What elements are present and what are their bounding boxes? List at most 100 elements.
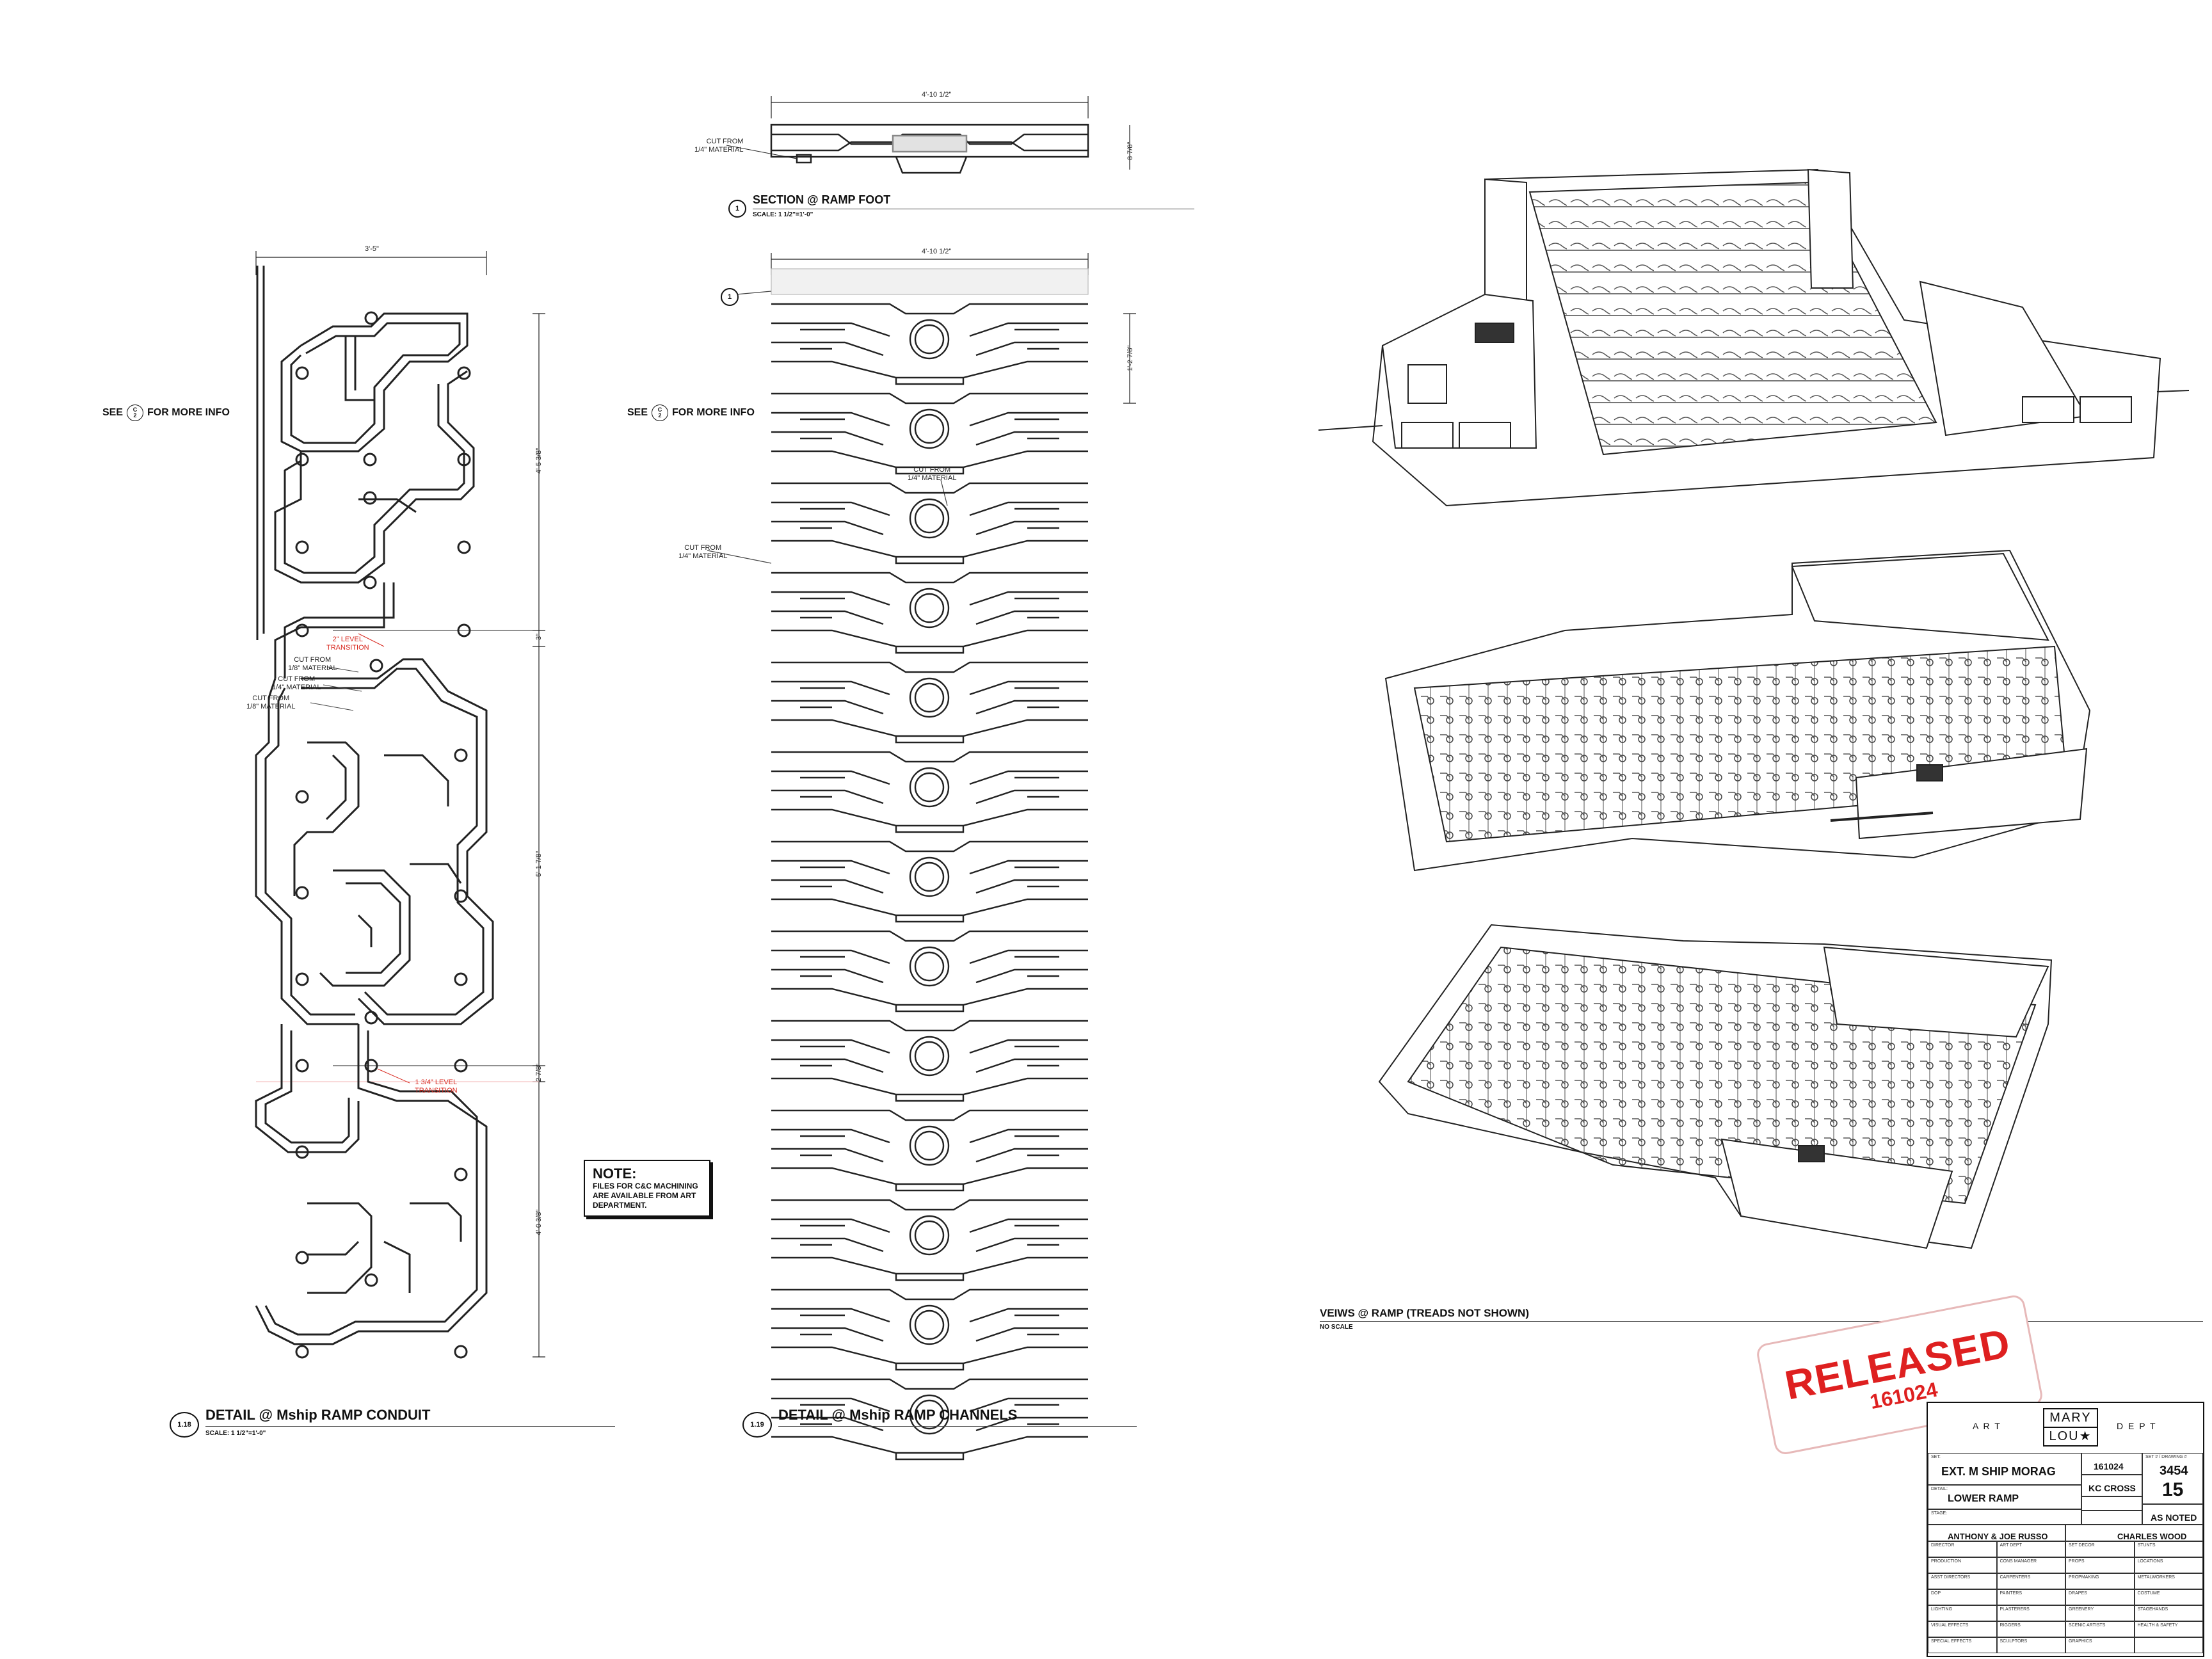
crew-cell: SET DECOR (2065, 1541, 2135, 1557)
channel-line (771, 360, 1088, 379)
channel-line (895, 557, 965, 565)
channel-line (771, 860, 1088, 875)
blank-cell-2 (2081, 1511, 2142, 1525)
crew-cell: ART DEPT (1996, 1541, 2065, 1557)
channel-port (914, 1310, 945, 1340)
channel-line (771, 1327, 1088, 1342)
channels-title-underline (778, 1426, 1137, 1427)
logo-bottom: LOU★ (2049, 1429, 2092, 1443)
conduit-dim-seg4: 2 7/8" (535, 1063, 543, 1082)
crew-cell: CONS MANAGER (1996, 1557, 2065, 1573)
channel-port (914, 324, 945, 355)
channel-port (909, 1215, 950, 1256)
channel-line (771, 412, 1088, 427)
directors-cell: ANTHONY & JOE RUSSO (1928, 1525, 2065, 1541)
channel-port (914, 772, 945, 803)
channel-line (771, 680, 1088, 696)
channel-line (895, 1453, 965, 1461)
channel-port (909, 946, 950, 987)
channel-line (895, 1274, 965, 1281)
channels-number-bubble: 1.19 (742, 1412, 772, 1438)
title-underline (205, 1426, 615, 1427)
crew-cell: LIGHTING (1928, 1605, 1997, 1621)
channel-port (909, 319, 950, 360)
channel-port (909, 1036, 950, 1077)
section-scale: SCALE: 1 1/2"=1'-0" (753, 211, 813, 218)
crew-cell: DIRECTOR (1928, 1541, 1997, 1557)
channel-line (771, 629, 1088, 648)
channel-line (771, 322, 1088, 337)
crew-cell: PAINTERS (1996, 1589, 2065, 1605)
channel-line (771, 898, 1088, 917)
dept-label: D E P T (2117, 1421, 2157, 1431)
views-title-block: VEIWS @ RAMP (TREADS NOT SHOWN) NO SCALE (1320, 1307, 2203, 1331)
crew-cell: GREENERY (2065, 1605, 2135, 1621)
channel-line (771, 1218, 1088, 1233)
channel-line (895, 378, 965, 385)
crew-cell: SCULPTORS (1996, 1637, 2065, 1653)
set-cell: SET: EXT. M SHIP MORAG (1928, 1453, 2081, 1485)
channel-line (771, 1167, 1088, 1185)
channel-line (771, 1039, 1088, 1054)
channel-line (771, 540, 1088, 558)
channel-line (895, 646, 965, 654)
conduit-dim-seg5: 4'-0 3/8" (535, 1209, 543, 1235)
drawing-number-cell: SET # / DRAWING # 3454 15 (2142, 1453, 2203, 1504)
logo-top: MARY (2044, 1409, 2097, 1428)
channel-line (771, 700, 1088, 715)
channel-line (895, 736, 965, 744)
channel-line (895, 1363, 965, 1371)
channel-port (909, 677, 950, 718)
channel-port (914, 593, 945, 623)
scale-cell: AS NOTED (2142, 1504, 2203, 1525)
channel-line (771, 1058, 1088, 1073)
views-scale: NO SCALE (1320, 1324, 1353, 1331)
channel-port (914, 951, 945, 982)
crew-cell: COSTUME (2134, 1589, 2203, 1605)
section-width-dim: 4'-10 1/2" (922, 91, 952, 99)
channel-line (771, 1128, 1088, 1144)
channels-height-dim: 1'-2 7/8" (1126, 345, 1134, 371)
detail-title: DETAIL @ Mship RAMP CONDUIT (205, 1407, 431, 1423)
channel-line (771, 392, 1088, 405)
channel-line (771, 1237, 1088, 1253)
channel-port (914, 1041, 945, 1071)
channel-line (771, 1288, 1088, 1301)
channel-line (771, 1148, 1088, 1163)
channel-line (771, 789, 1088, 805)
section-title: SECTION @ RAMP FOOT (753, 193, 891, 206)
crew-cell: DOP (1928, 1589, 1997, 1605)
views-title: VEIWS @ RAMP (TREADS NOT SHOWN) (1320, 1307, 1529, 1319)
crew-cell: DRAPES (2065, 1589, 2135, 1605)
channel-port (914, 413, 945, 444)
channel-port (914, 862, 945, 892)
channel-port (909, 856, 950, 897)
channel-line (771, 572, 1088, 584)
section-number-bubble: 1 (728, 200, 746, 218)
channel-line (771, 988, 1088, 1006)
note-line-2: ARE AVAILABLE FROM ART (593, 1191, 696, 1200)
channel-line (771, 1378, 1088, 1390)
channel-port (909, 588, 950, 629)
channel-line (771, 303, 1088, 315)
drawing-title-block: A R T MARY LOU★ D E P T SET: EXT. M SHIP… (1927, 1402, 2204, 1657)
channel-port (909, 1125, 950, 1166)
crew-cell: SCENIC ARTISTS (2065, 1621, 2135, 1637)
date-cell: 161024 (2081, 1453, 2142, 1475)
crew-cell: RIGGERS (1996, 1621, 2065, 1637)
channel-port (909, 1304, 950, 1345)
channel-port (914, 1220, 945, 1251)
crew-cell: METALWORKERS (2134, 1573, 2203, 1589)
channel-line (771, 431, 1088, 446)
channel-line (771, 1256, 1088, 1275)
crew-cell: STAGEHANDS (2134, 1605, 2203, 1621)
